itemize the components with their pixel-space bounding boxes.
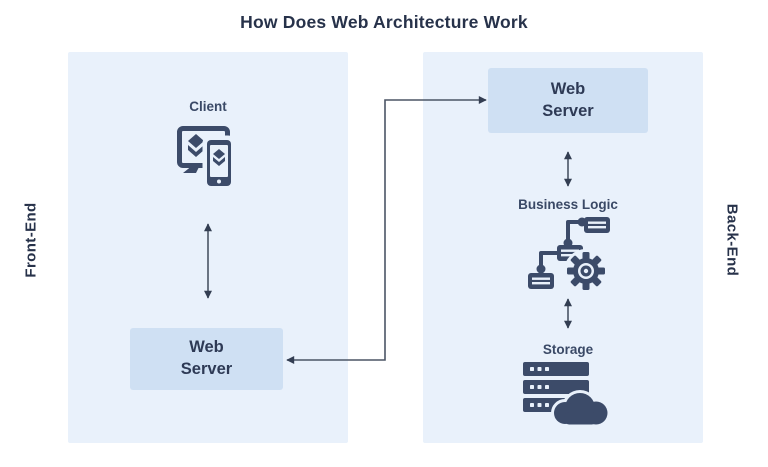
page-title: How Does Web Architecture Work <box>240 12 528 32</box>
front-end-side-label: Front-End <box>22 202 40 278</box>
storage-label: Storage <box>542 342 594 357</box>
front-end-web-server-label: Web Server <box>180 338 233 378</box>
business-logic-label: Business Logic <box>518 197 618 212</box>
client-label: Client <box>189 99 227 114</box>
back-end-web-server-label: Web Server <box>542 79 594 120</box>
back-end-side-label: Back-End <box>723 203 741 277</box>
back-end-web-server-box: Web Server <box>488 68 648 133</box>
front-end-web-server-box: Web Server <box>130 328 283 390</box>
server-cloud-icon <box>523 362 611 428</box>
workflow-gear-icon <box>528 217 610 291</box>
client-devices-icon <box>177 126 236 191</box>
